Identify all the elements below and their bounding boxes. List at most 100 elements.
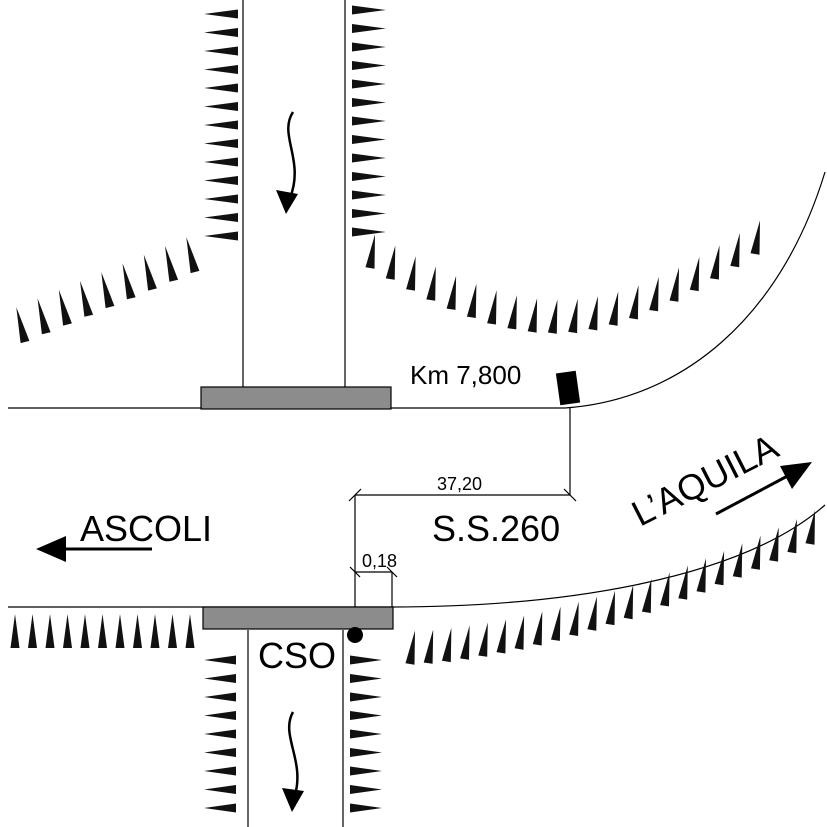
direction-west-label: ASCOLI [80, 508, 212, 549]
embankment-tick [460, 625, 470, 660]
embankment-tick [10, 614, 20, 648]
embankment-tick [350, 803, 382, 813]
embankment-tick [750, 220, 760, 255]
dimension-small [349, 566, 398, 607]
embankment-tick [551, 606, 561, 641]
km-label: Km 7,800 [410, 360, 521, 390]
embankment-tick [204, 28, 238, 37]
embankment-tick [186, 237, 200, 274]
km-marker-post [555, 370, 581, 406]
embankment-tick [696, 558, 706, 593]
embankment-tick [185, 614, 195, 648]
embankment-tick [569, 601, 579, 636]
embankment-tick [204, 194, 238, 204]
embankment-tick [204, 766, 236, 776]
embankment-tick [496, 619, 506, 654]
embankment-tick [352, 24, 386, 33]
embankment-hatching [10, 5, 815, 813]
embankment-tick [365, 234, 375, 269]
embankment-tick [406, 256, 416, 291]
embankment-tick [204, 729, 236, 739]
embankment-tick [168, 614, 177, 648]
embankment-tick [352, 227, 386, 237]
embankment-tick [507, 295, 517, 330]
embankment-tick [641, 578, 652, 613]
embankment-tick [204, 102, 238, 111]
embankment-tick [588, 296, 598, 331]
embankment-tick [352, 209, 386, 218]
embankment-tick [98, 614, 107, 648]
embankment-tick [204, 9, 238, 19]
embankment-tick [115, 614, 125, 648]
embankment-tick [204, 803, 236, 813]
embankment-tick [204, 139, 238, 148]
embankment-tick [204, 692, 236, 702]
embankment-tick [37, 298, 51, 335]
flow-arrow-north-icon [276, 111, 298, 214]
direction-east-label: L’AQUILA [625, 426, 784, 534]
embankment-tick [204, 231, 238, 241]
embankment-tick [350, 785, 382, 794]
embankment-tick [352, 61, 386, 70]
embankment-tick [769, 527, 779, 562]
embankment-tick [732, 543, 743, 578]
embankment-tick [478, 622, 488, 657]
road-name: S.S.260 [432, 508, 560, 549]
embankment-tick [352, 153, 386, 163]
embankment-tick [441, 627, 452, 663]
embankment-tick [28, 614, 37, 648]
embankment-tick [350, 729, 382, 739]
embankment-tick [80, 614, 90, 648]
arrow-west-icon [36, 536, 152, 562]
embankment-tick [730, 233, 740, 268]
embankment-tick [63, 614, 72, 648]
embankment-tick [133, 614, 142, 648]
embankment-tick [204, 83, 238, 93]
embankment-tick [45, 614, 55, 648]
embankment-tick [514, 615, 525, 650]
embankment-tick [426, 266, 436, 301]
embankment-tick [714, 550, 725, 586]
embankment-tick [405, 630, 415, 665]
embankment-tick [352, 116, 386, 126]
embankment-tick [352, 172, 386, 181]
embankment-tick [204, 655, 236, 665]
road-north-edge [8, 171, 826, 409]
embankment-tick [352, 135, 386, 144]
embankment-tick [204, 46, 238, 56]
south-bridge-deck [202, 606, 394, 630]
embankment-tick [204, 157, 238, 167]
embankment-tick [527, 298, 538, 333]
embankment-tick [587, 596, 597, 631]
dimension-main-value: 37,20 [437, 474, 482, 494]
embankment-tick [204, 674, 236, 683]
embankment-tick [350, 692, 382, 702]
embankment-tick [423, 629, 434, 664]
embankment-tick [352, 98, 386, 107]
embankment-tick [352, 190, 386, 200]
embankment-tick [568, 298, 578, 334]
dimension-main [348, 408, 577, 607]
embankment-tick [466, 283, 477, 318]
embankment-tick [350, 655, 382, 665]
embankment-tick [143, 254, 157, 291]
embankment-tick [487, 290, 497, 325]
embankment-tick [805, 510, 815, 545]
embankment-tick [204, 213, 238, 222]
embankment-tick [350, 748, 382, 757]
north-bridge-deck [200, 386, 392, 410]
embankment-tick [710, 245, 720, 280]
embankment-tick [204, 785, 236, 794]
embankment-tick [58, 289, 72, 326]
dimension-small-value: 0,18 [362, 551, 397, 571]
embankment-tick [629, 285, 639, 320]
embankment-tick [350, 711, 382, 720]
embankment-tick [150, 614, 160, 648]
embankment-tick [352, 42, 386, 52]
embankment-tick [122, 263, 136, 300]
embankment-tick [352, 5, 386, 15]
embankment-tick [352, 79, 386, 89]
embankment-tick [623, 584, 634, 620]
